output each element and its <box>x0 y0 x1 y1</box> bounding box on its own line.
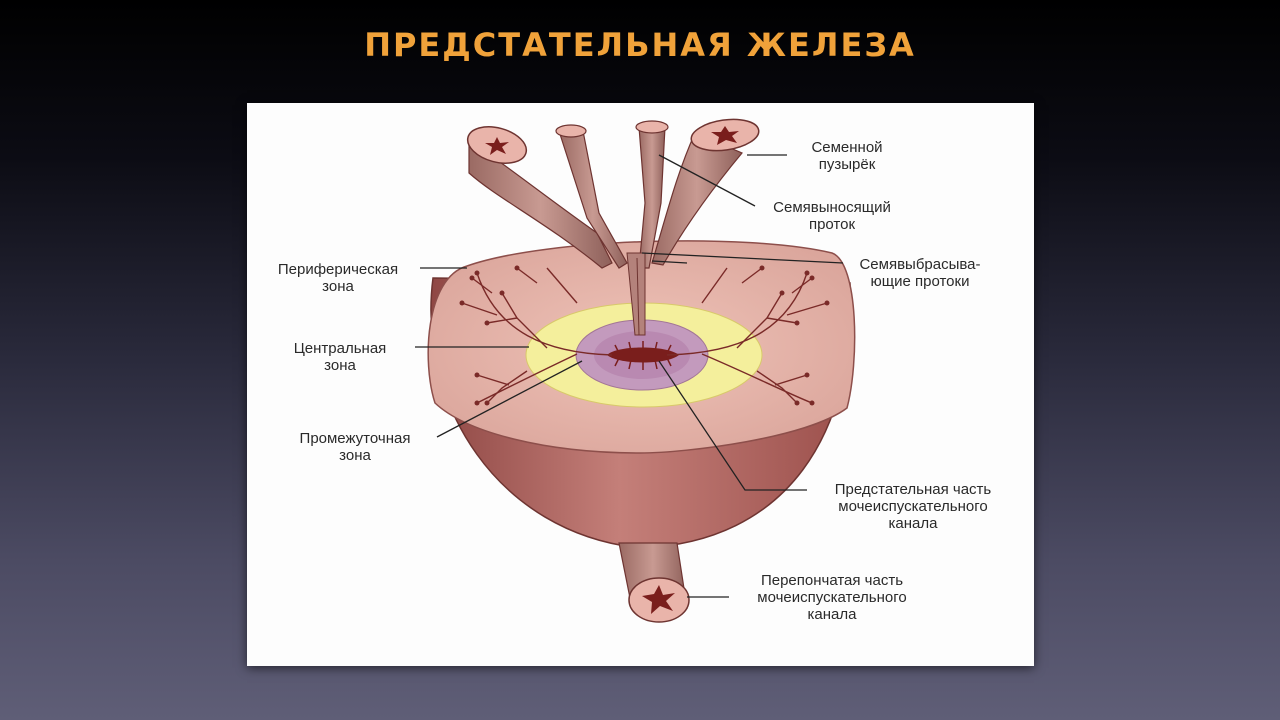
diagram-card: Семенной пузырёк Семявыносящий проток Се… <box>247 103 1034 666</box>
label-central-zone: Центральная зона <box>293 340 387 374</box>
label-prostatic-urethra: Предстательная часть мочеиспускательного… <box>834 481 992 532</box>
label-membranous-urethra: Перепончатая часть мочеиспускательного к… <box>757 572 907 623</box>
seminal-vesicle-left <box>468 139 613 269</box>
prostate-illustration <box>415 118 856 623</box>
label-ejaculatory-ducts: Семявыбрасыва- ющие протоки <box>859 256 981 290</box>
ejaculatory-ducts <box>626 252 646 336</box>
seminal-vesicle-right <box>651 132 743 266</box>
label-peripheral-zone: Периферическая зона <box>277 261 399 295</box>
label-transition-zone: Промежуточная зона <box>299 430 411 464</box>
peripheral-ducts <box>461 267 828 404</box>
prostatic-urethra <box>607 347 679 363</box>
leader-lines <box>415 154 844 598</box>
label-vas-deferens: Семявыносящий проток <box>773 199 891 233</box>
slide-title: ПРЕДСТАТЕЛЬНАЯ ЖЕЛЕЗА <box>364 26 916 64</box>
label-seminal-vesicle: Семенной пузырёк <box>811 139 883 173</box>
